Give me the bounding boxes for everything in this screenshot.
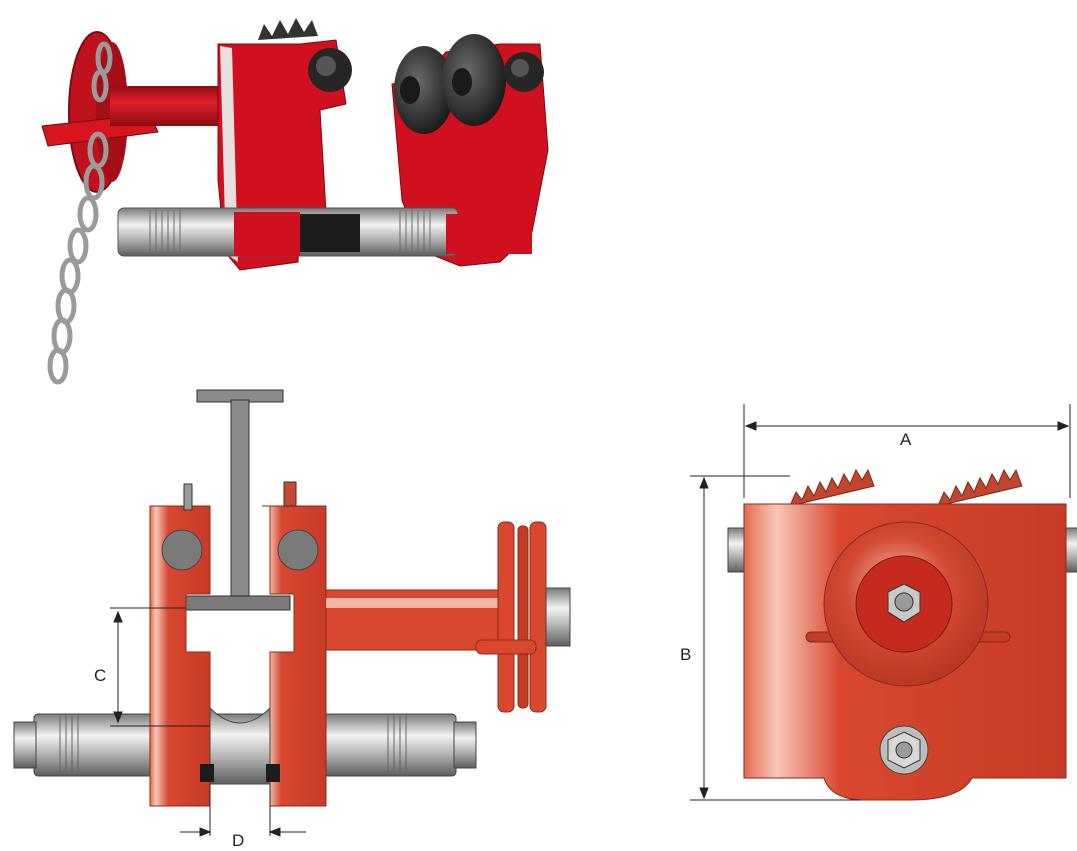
side-gears — [789, 468, 1023, 507]
front-chain-wheel — [475, 521, 571, 713]
roller-left — [161, 529, 203, 571]
dimension-b — [690, 475, 860, 801]
trolley-photo — [41, 18, 549, 385]
i-beam — [185, 389, 291, 611]
dimension-a — [743, 404, 1071, 498]
side-view-drawing: A B — [680, 404, 1077, 801]
dimension-d — [180, 784, 306, 837]
front-view-drawing: C D — [13, 389, 571, 850]
label-b: B — [680, 645, 691, 664]
dimension-c — [110, 607, 210, 727]
front-plate-left — [149, 505, 211, 807]
front-plate-right — [262, 505, 327, 807]
axle-tube — [110, 86, 230, 126]
roller-right — [277, 529, 319, 571]
label-a: A — [900, 430, 912, 449]
track-wheel — [209, 706, 271, 785]
wheels — [394, 34, 506, 134]
label-c: C — [94, 666, 106, 685]
label-d: D — [232, 831, 244, 850]
hand-chain — [47, 41, 113, 385]
